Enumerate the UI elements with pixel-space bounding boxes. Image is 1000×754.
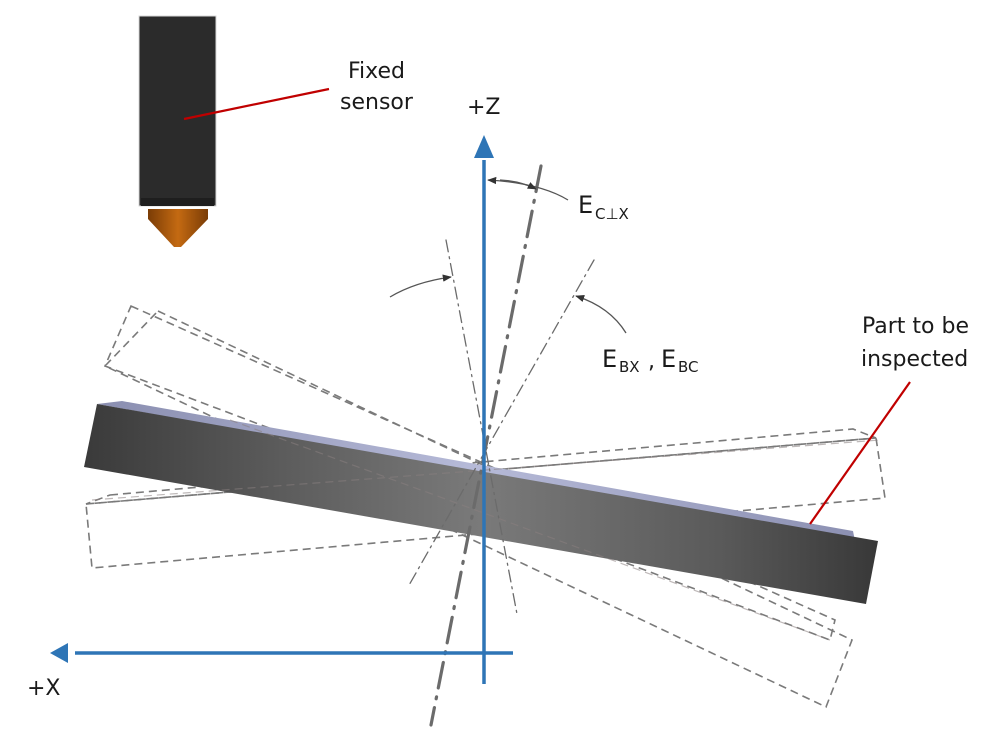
- x-axis-arrowhead: [50, 643, 68, 663]
- z-axis-arrowhead: [474, 135, 494, 158]
- sensor-body: [138, 15, 217, 207]
- e-c-perp-x-label: E C⊥X: [578, 191, 629, 223]
- sensor-tip-ring: [148, 209, 208, 219]
- e-bc-subscript: BC: [678, 358, 699, 376]
- angle-arrow-right: [575, 295, 627, 334]
- sensor-tip-cone: [148, 219, 208, 247]
- part-to-be-inspected: [84, 401, 878, 604]
- part-label-line2: inspected: [861, 347, 968, 372]
- comma-separator: ,: [648, 349, 655, 374]
- fixed-sensor-label-line2: sensor: [340, 90, 414, 115]
- outline-tilt-cw: [85, 437, 886, 569]
- e-bx-subscript: BX: [619, 358, 640, 376]
- fixed-sensor-label-line1: Fixed: [348, 59, 405, 84]
- part-leader-line: [809, 381, 911, 525]
- part-body: [84, 404, 878, 604]
- e-bx-e-bc-label: E BX , E BC: [602, 345, 699, 376]
- angle-arrow-left: [389, 274, 452, 298]
- axes: [50, 135, 513, 684]
- fixed-sensor: [138, 15, 217, 247]
- angle-arc-c-perp-x: [487, 176, 569, 201]
- c-axis-line: [429, 164, 543, 727]
- b-axis-line-right: [407, 259, 595, 588]
- e-c-perp-x-main: E: [578, 191, 593, 219]
- angle-indicators: [389, 176, 627, 334]
- b-axis-line-left: [445, 239, 518, 615]
- e-bc-main: E: [661, 345, 676, 373]
- sensor-collar: [141, 198, 214, 206]
- e-bx-main: E: [602, 345, 617, 373]
- outline-tilt-cw-2: [85, 428, 877, 505]
- part-label-line1: Part to be: [862, 314, 969, 339]
- sensor-leader-line: [183, 87, 330, 121]
- z-axis-label: +Z: [467, 95, 501, 120]
- x-axis-label: +X: [27, 676, 61, 701]
- e-c-perp-x-subscript: C⊥X: [595, 205, 629, 223]
- reference-lines: [407, 164, 595, 727]
- outline-overlay: [91, 419, 881, 641]
